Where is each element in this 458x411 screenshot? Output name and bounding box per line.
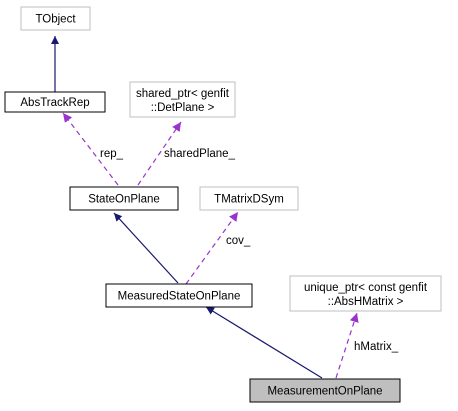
edge-cov	[185, 211, 239, 285]
node-shared-ptr-line1: shared_ptr< genfit	[136, 88, 230, 100]
edge-label-cov: cov_	[226, 235, 251, 247]
node-shared-ptr-line2: ::DetPlane >	[151, 102, 215, 114]
node-tmatrixdsym-label: TMatrixDSym	[214, 194, 284, 206]
edge-label-sharedplane: sharedPlane_	[164, 148, 236, 160]
edge-hmatrix	[335, 312, 359, 379]
node-tobject-label: TObject	[35, 14, 76, 26]
edge-measuredstate-to-stateonplane	[113, 212, 179, 284]
node-shared-ptr-detplane[interactable]: shared_ptr< genfit ::DetPlane >	[129, 81, 236, 118]
node-tobject[interactable]: TObject	[20, 6, 91, 31]
edge-sharedplane	[137, 121, 182, 186]
edge-measurement-to-measuredstate	[205, 306, 323, 379]
node-measurementonplane-label: MeasurementOnPlane	[267, 386, 382, 398]
node-stateonplane[interactable]: StateOnPlane	[69, 186, 179, 211]
node-stateonplane-label: StateOnPlane	[88, 194, 160, 206]
node-abstrackrep-label: AbsTrackRep	[20, 97, 89, 109]
edge-label-rep: rep_	[100, 148, 124, 160]
node-unique-ptr-line2: ::AbsHMatrix >	[328, 296, 404, 308]
edge-label-hmatrix: hMatrix_	[354, 341, 399, 353]
node-tmatrixdsym[interactable]: TMatrixDSym	[199, 186, 299, 211]
edge-rep	[62, 112, 119, 186]
node-abstrackrep[interactable]: AbsTrackRep	[4, 91, 106, 113]
node-measuredstateonplane-label: MeasuredStateOnPlane	[118, 291, 241, 303]
node-measuredstateonplane[interactable]: MeasuredStateOnPlane	[105, 283, 253, 308]
node-unique-ptr-abshmatrix[interactable]: unique_ptr< const genfit ::AbsHMatrix >	[289, 275, 442, 312]
node-measurementonplane[interactable]: MeasurementOnPlane	[249, 378, 401, 403]
node-unique-ptr-line1: unique_ptr< const genfit	[304, 282, 428, 294]
